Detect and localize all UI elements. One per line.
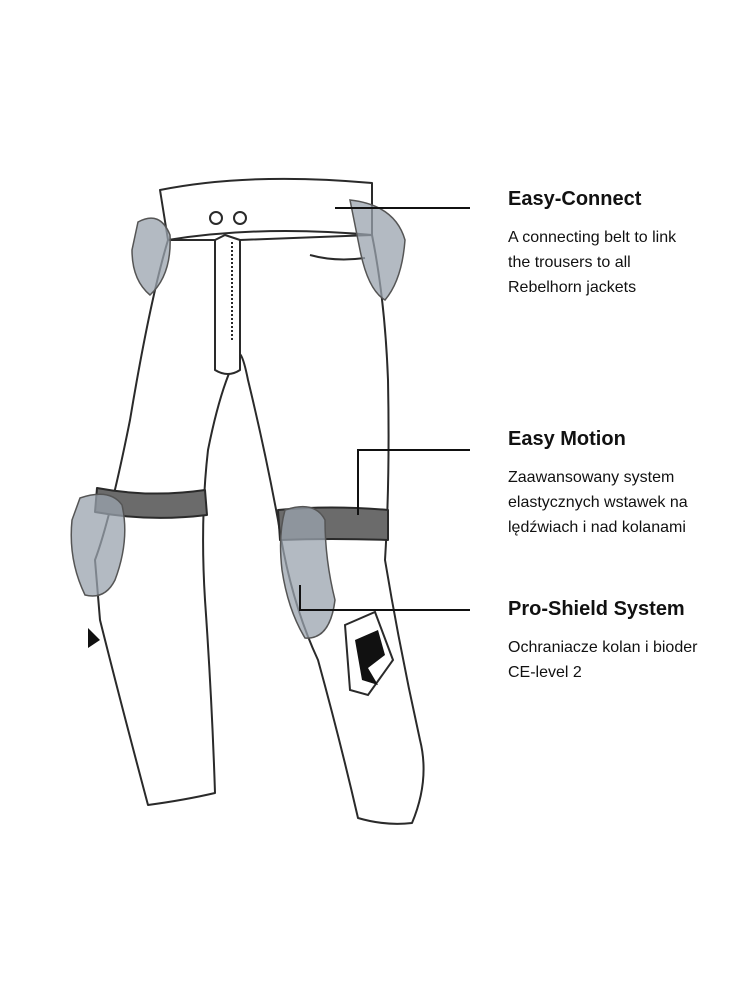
waistband xyxy=(159,177,373,241)
description-line: Rebelhorn jackets xyxy=(508,279,637,296)
feature-easy-motion: Easy Motion Zaawansowany system elastycz… xyxy=(508,427,750,540)
description-line: elastycznych wstawek na xyxy=(508,494,688,511)
description-line: lędźwiach i nad kolanami xyxy=(508,519,686,536)
left-leg xyxy=(94,239,241,806)
callout-line-pro-shield xyxy=(299,585,470,611)
feature-pro-shield: Pro-Shield System Ochraniacze kolan i bi… xyxy=(508,597,750,685)
hip-armor-left xyxy=(131,217,171,296)
feature-easy-connect: Easy-Connect A connecting belt to link t… xyxy=(508,187,750,300)
description-line: the trousers to all xyxy=(508,254,631,271)
knee-armor-right xyxy=(279,505,336,639)
description-line: Zaawansowany system xyxy=(508,469,675,486)
feature-description: Ochraniacze kolan i bioder CE-level 2 xyxy=(508,635,750,685)
description-line: A connecting belt to link xyxy=(508,229,677,246)
hip-armor-right xyxy=(349,199,406,301)
callout-line-easy-motion xyxy=(357,449,470,515)
feature-title: Easy Motion xyxy=(508,428,626,450)
knee-armor-left xyxy=(70,493,126,597)
feature-description: A connecting belt to link the trousers t… xyxy=(508,225,750,300)
feature-description: Zaawansowany system elastycznych wstawek… xyxy=(508,465,750,540)
description-line: CE-level 2 xyxy=(508,664,582,681)
description-line: Ochraniacze kolan i bioder xyxy=(508,639,698,656)
feature-title: Easy-Connect xyxy=(508,188,642,210)
feature-title: Pro-Shield System xyxy=(508,598,685,620)
logo-badge xyxy=(343,610,395,697)
